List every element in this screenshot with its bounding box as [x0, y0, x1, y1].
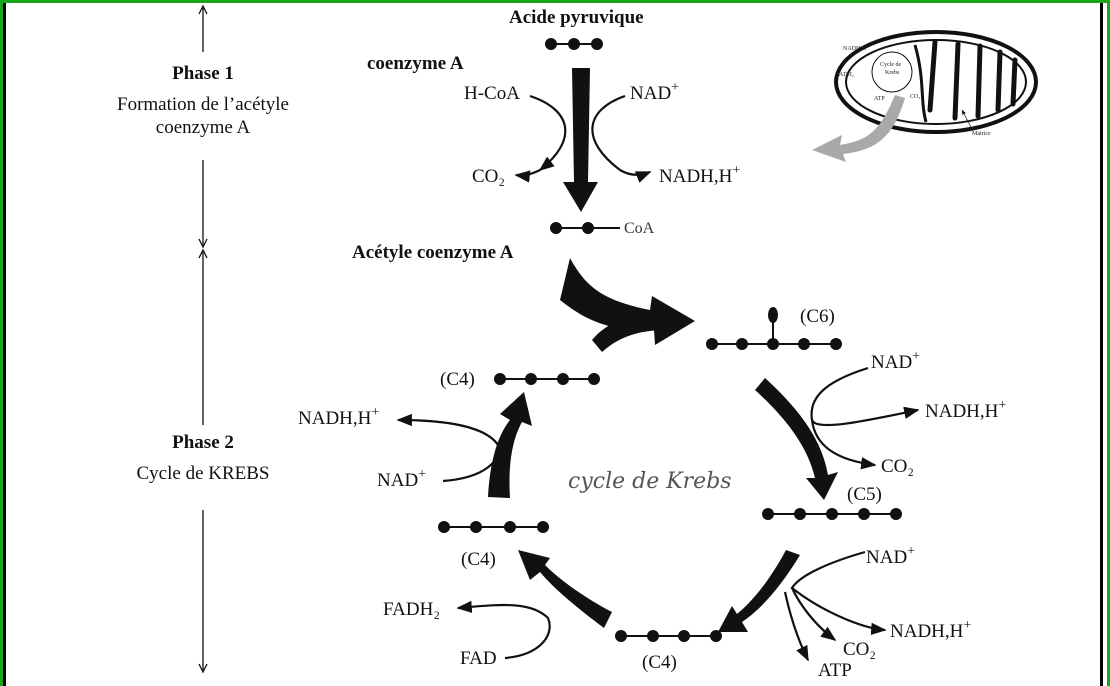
pyruvate-label: Acide pyruvique — [509, 7, 644, 28]
nadh-3-label: NADH,H+ — [890, 618, 971, 642]
mitochondrion-illustration: NADH,H FADH₂ Cycle de Krebs ATP CO₂ Matr… — [812, 30, 1038, 162]
phase2-box: Phase 2 Cycle de KREBS — [73, 432, 333, 485]
zoom-arrow — [812, 95, 905, 162]
c5-label: (C5) — [847, 484, 882, 505]
c6-label: (C6) — [800, 306, 835, 327]
c5-molecule — [762, 508, 902, 520]
c4-bottom-molecule — [615, 630, 722, 642]
co2-3-label: CO₂ — [843, 639, 876, 660]
mito-cycle-label: Cycle de — [880, 62, 901, 68]
hcoa-label: H-CoA — [464, 83, 520, 104]
fadh2-label: FADH₂ — [383, 599, 440, 620]
nadh-4-label: NADH,H+ — [298, 405, 379, 429]
nadh-1-label: NADH,H+ — [659, 163, 740, 187]
c4-left-molecule — [438, 521, 549, 533]
left-rule — [3, 3, 6, 686]
mito-nadh-label: NADH,H — [843, 46, 867, 52]
phase2-subtitle: Cycle de KREBS — [136, 463, 270, 484]
phase-timeline — [198, 4, 208, 674]
phase1-box: Phase 1 Formation de l’acétyle coenzyme … — [73, 63, 333, 139]
c4-left-to-top-arrow — [488, 392, 532, 498]
mito-co2-label: CO₂ — [910, 94, 920, 100]
phase2-title: Phase 2 — [172, 432, 234, 453]
phase1-title: Phase 1 — [172, 63, 234, 84]
c6-c5-side-arrows — [810, 366, 920, 470]
c6-molecule — [706, 307, 842, 350]
left-nad-arrows — [396, 413, 500, 483]
phase1-subtitle-line2: coenzyme A — [155, 117, 251, 138]
fad-arrows — [456, 600, 551, 660]
mito-matrix-label: Matrice — [972, 131, 991, 137]
co2-2-label: CO₂ — [881, 456, 914, 477]
c4-to-c4-left-arrow — [518, 550, 612, 628]
c4-bottom-label: (C4) — [642, 652, 677, 673]
c5-c4-side-arrows — [783, 550, 887, 662]
coenzyme-a-label: coenzyme A — [367, 53, 464, 74]
acetyl-coa-molecule — [550, 222, 620, 234]
c4-top-label: (C4) — [440, 369, 475, 390]
decarboxylation-arrow — [563, 68, 598, 212]
fad-label: FAD — [460, 648, 497, 669]
phase1-side-arrows — [514, 94, 652, 183]
mito-krebs-label: Krebs — [885, 70, 900, 76]
acetyl-coa-label: Acétyle coenzyme A — [352, 242, 514, 263]
co2-1-label: CO₂ — [472, 166, 505, 187]
mito-fadh2-label: FADH₂ — [836, 72, 854, 78]
nad-3-label: NAD+ — [866, 544, 915, 568]
c6-to-c5-arrow — [755, 378, 838, 500]
atp-label: ATP — [818, 660, 852, 681]
c4-top-molecule — [494, 373, 600, 385]
pyruvate-molecule — [545, 38, 603, 50]
cycle-label: cycle de Krebs — [568, 469, 732, 494]
c4-left-label: (C4) — [461, 549, 496, 570]
c5-to-c4-arrow — [718, 550, 800, 632]
right-rule — [1100, 3, 1103, 686]
nadh-2-label: NADH,H+ — [925, 398, 1006, 422]
phase1-subtitle-line1: Formation de l’acétyle — [117, 94, 289, 115]
nad-4-label: NAD+ — [377, 467, 426, 491]
coa-tag: CoA — [624, 220, 655, 237]
oxaloacetate-entry-arrow — [592, 313, 670, 352]
nad-2-label: NAD+ — [871, 349, 920, 373]
mito-atp-label: ATP — [874, 96, 885, 102]
nad-1-label: NAD+ — [630, 80, 679, 104]
